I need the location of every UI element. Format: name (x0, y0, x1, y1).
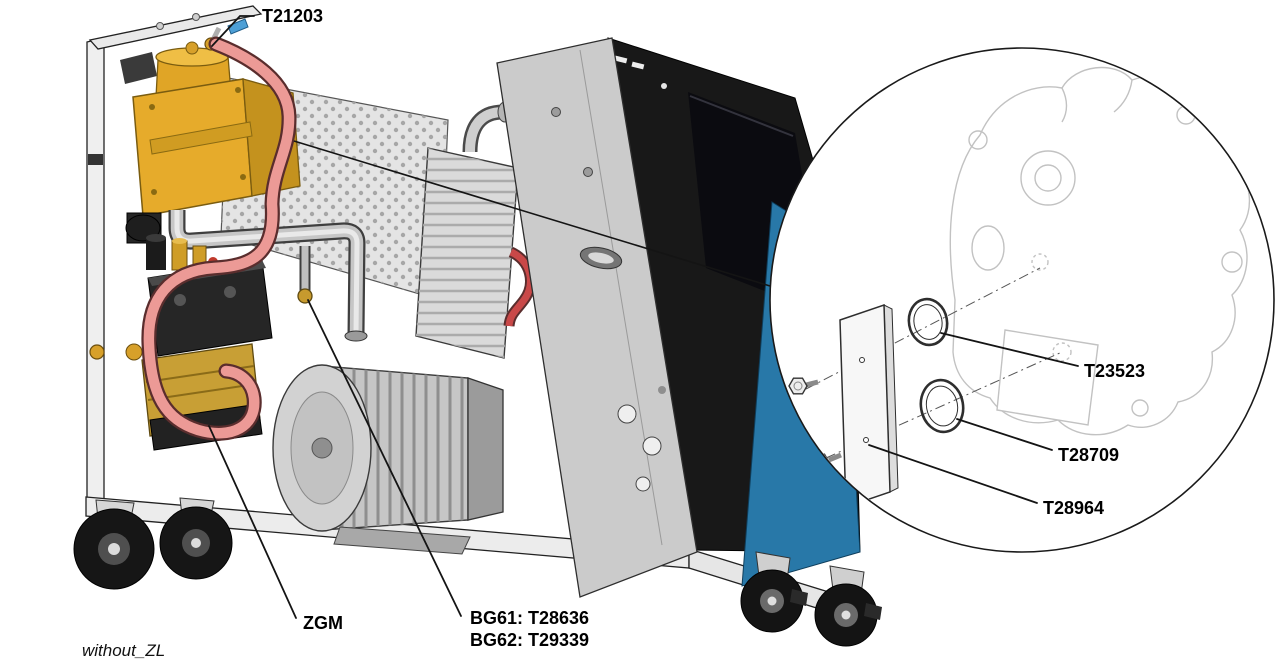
coolant-hose (141, 36, 297, 441)
label-t28964: T28964 (1043, 498, 1104, 518)
brake-pedal (790, 589, 808, 606)
manifold-gold-knob (125, 343, 143, 361)
label-bg62: BG62: T29339 (470, 630, 589, 650)
caster-front-left (73, 499, 155, 590)
caster-mid-left (159, 497, 233, 580)
heat-exchanger (415, 101, 536, 359)
bg-temperature-sensor (297, 288, 313, 304)
caster-front-right (740, 551, 808, 633)
rail-screw-1 (156, 22, 164, 30)
leader-bg (307, 299, 462, 617)
label-t21203: T21203 (262, 6, 323, 26)
ghost-housing (949, 66, 1251, 436)
frame-bracket (88, 154, 103, 165)
solenoid-brass-1 (171, 240, 188, 271)
annotations: T21203 ZGM BG61: T28636 BG62: T29339 T23… (82, 6, 1145, 660)
caption-variant: without_ZL (82, 641, 165, 660)
rail-screw-2 (192, 13, 200, 21)
leader-t28964 (868, 444, 1038, 504)
pump-cap (185, 41, 199, 55)
console-screw-1 (661, 83, 667, 89)
solenoid-black (146, 238, 166, 270)
console-vent-2 (631, 61, 645, 70)
leader-zgm (208, 425, 297, 619)
detail-view (293, 47, 1275, 553)
leader-detail-circle (293, 140, 771, 287)
pump-flange (149, 121, 253, 155)
o-ring-small (907, 297, 949, 347)
panel-screw-1 (551, 107, 561, 117)
pump-motor (272, 364, 504, 555)
leader-t28709 (956, 418, 1053, 451)
brass-fitting-left (89, 344, 105, 360)
screw-bolt-1 (788, 377, 819, 395)
brake-pedal (864, 603, 882, 620)
cover-plate (839, 303, 899, 509)
panel-hole-1 (617, 404, 637, 424)
label-bg61: BG61: T28636 (470, 608, 589, 628)
caster-rear-right (814, 565, 882, 647)
o-ring-large (919, 378, 965, 434)
inner-panel (496, 37, 698, 598)
label-t23523: T23523 (1084, 361, 1145, 381)
label-t28709: T28709 (1058, 445, 1119, 465)
panel-hole-2 (642, 436, 662, 456)
frame-left-post (86, 37, 105, 507)
motor-foot (333, 526, 471, 555)
machine-illustration (73, 5, 882, 647)
panel-screw-2 (583, 167, 593, 177)
leader-t23523 (940, 332, 1079, 367)
exploded-parts (788, 267, 1063, 509)
panel-hole-3 (635, 476, 651, 492)
blue-fitting (227, 18, 249, 35)
motor-rear (467, 377, 504, 521)
label-zgm: ZGM (303, 613, 343, 633)
leader-t21203 (211, 15, 255, 47)
exchanger-fins (416, 148, 518, 358)
console-vent-1 (614, 55, 628, 64)
